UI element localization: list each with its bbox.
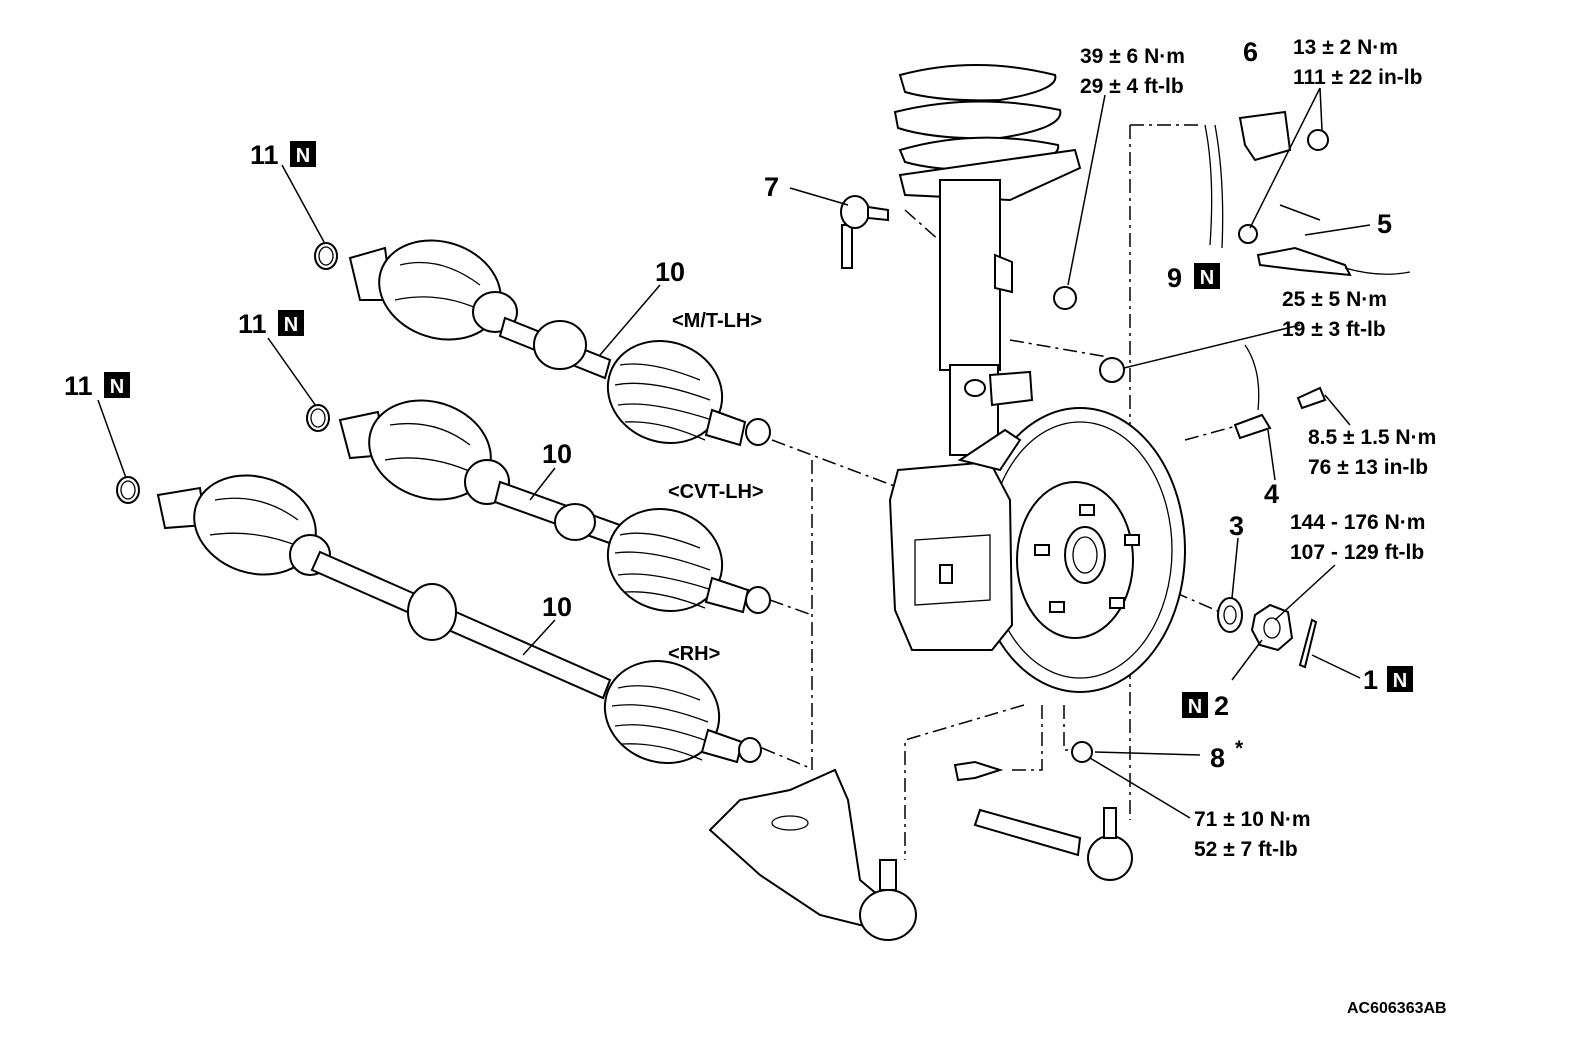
callout-11: 11	[238, 309, 267, 339]
callout-8: 8	[1210, 743, 1225, 773]
torque-8-5-inlb: 76 ± 13 in-lb	[1308, 456, 1428, 479]
new-part-mark: N	[1200, 267, 1214, 289]
torque-71-ftlb: 52 ± 7 ft-lb	[1194, 838, 1298, 861]
callout-2: 2	[1214, 691, 1229, 721]
callout-7: 7	[764, 172, 779, 202]
callout-10: 10	[542, 439, 572, 469]
new-part-marks: N N N N N N	[104, 141, 1413, 718]
circlips	[116, 242, 338, 504]
variant-cvt-lh: <CVT-LH>	[668, 481, 764, 503]
callout-numbers: 11 11 11 10 10 10 7 6 5 9 4 3 2 1 8 *	[64, 37, 1392, 773]
torque-13-nm: 13 ± 2 N·m	[1293, 36, 1398, 59]
new-part-mark: N	[296, 145, 310, 167]
variant-mt-lh: <M/T-LH>	[672, 310, 762, 332]
torque-25-nm: 25 ± 5 N·m	[1282, 288, 1387, 311]
variant-labels: <M/T-LH> <CVT-LH> <RH>	[668, 310, 764, 665]
callout-8-asterisk: *	[1235, 737, 1244, 760]
hub-hardware	[1217, 597, 1318, 669]
callout-11: 11	[64, 371, 93, 401]
torque-39-ftlb: 29 ± 4 ft-lb	[1080, 75, 1184, 98]
variant-rh: <RH>	[668, 643, 720, 665]
torque-71-nm: 71 ± 10 N·m	[1194, 808, 1311, 831]
callout-4: 4	[1264, 479, 1279, 509]
new-part-mark: N	[1393, 670, 1407, 692]
figure-code: AC606363AB	[1347, 1000, 1447, 1017]
torque-25-ftlb: 19 ± 3 ft-lb	[1282, 318, 1386, 341]
new-part-mark: N	[1188, 696, 1202, 718]
brake-assembly	[888, 407, 1186, 693]
wheel-studs	[1034, 504, 1140, 613]
strut-assembly	[893, 64, 1082, 456]
drive-shaft-mt-lh	[348, 239, 771, 447]
callout-9: 9	[1167, 263, 1182, 293]
torque-144-ftlb: 107 - 129 ft-lb	[1290, 541, 1424, 564]
leader-lines	[97, 87, 1371, 819]
callout-11: 11	[250, 140, 279, 170]
hose-brackets	[1204, 110, 1411, 277]
torque-13-inlb: 111 ± 22 in-lb	[1293, 66, 1422, 89]
callout-6: 6	[1243, 37, 1258, 67]
torque-8-5-nm: 8.5 ± 1.5 N·m	[1308, 426, 1436, 449]
torque-39-nm: 39 ± 6 N·m	[1080, 45, 1185, 68]
callout-3: 3	[1229, 511, 1244, 541]
torque-144-nm: 144 - 176 N·m	[1290, 511, 1425, 534]
drive-shaft-cvt-lh	[338, 399, 771, 614]
lower-arm	[708, 768, 917, 941]
stabilizer-link	[840, 195, 889, 269]
nuts	[953, 286, 1125, 782]
callout-5: 5	[1377, 209, 1392, 239]
new-part-mark: N	[110, 376, 124, 398]
torque-specs: 39 ± 6 N·m 29 ± 4 ft-lb 13 ± 2 N·m 111 ±…	[1080, 36, 1436, 861]
drive-shaft-rh	[156, 474, 762, 765]
abs-sensor	[1233, 344, 1327, 440]
callout-10: 10	[542, 592, 572, 622]
callout-1: 1	[1363, 665, 1378, 695]
callout-10: 10	[655, 257, 685, 287]
tie-rod-end	[973, 807, 1133, 881]
new-part-mark: N	[284, 314, 298, 336]
